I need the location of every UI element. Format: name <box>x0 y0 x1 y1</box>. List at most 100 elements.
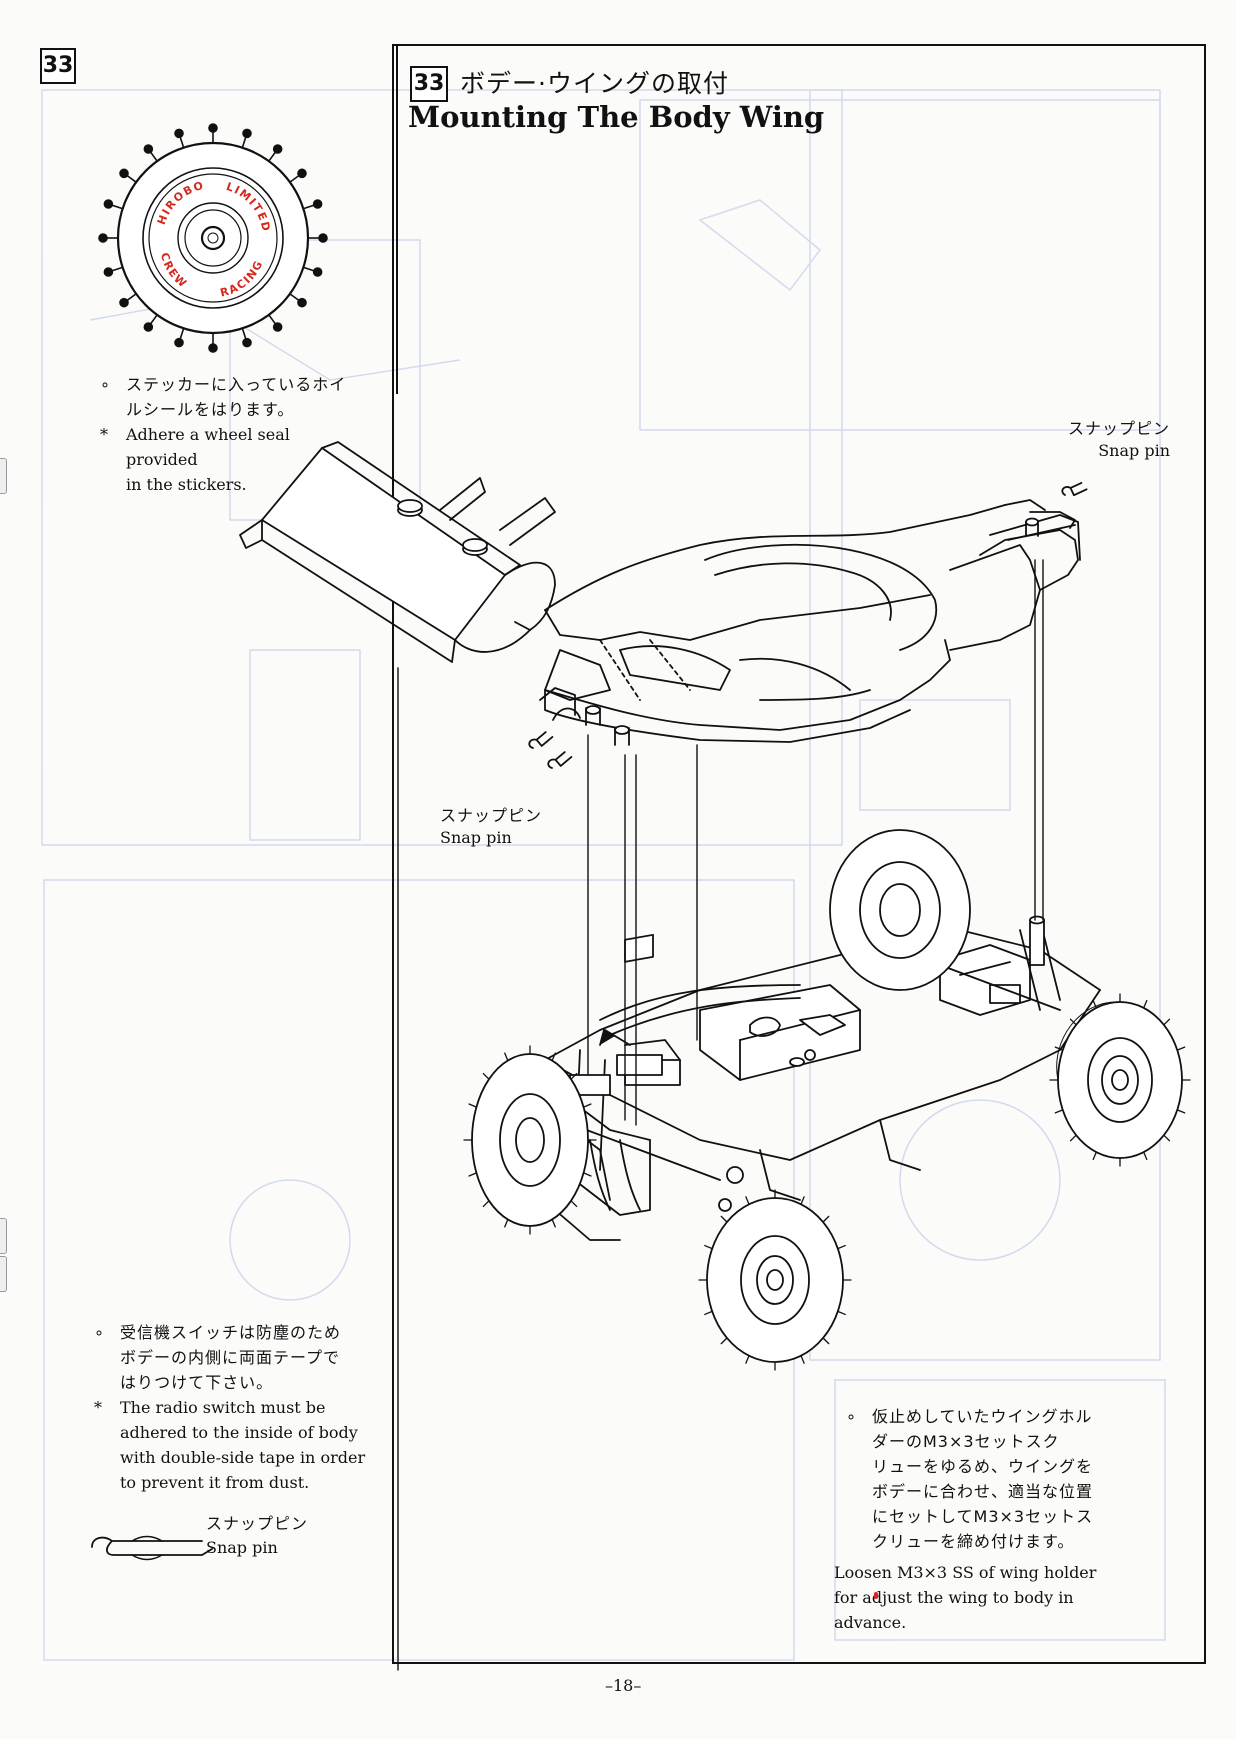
wheel-spike-tip <box>119 297 129 308</box>
wheel-spike-tip <box>208 123 218 133</box>
wheel-spike-tip <box>208 343 218 353</box>
wheel-rear-right <box>1056 1001 1183 1159</box>
wing-holder-note-en-3: advance. <box>834 1613 907 1632</box>
alignment-lines <box>397 559 1044 1671</box>
wing-holder-note-jp-3: リューをゆるめ、ウイングを <box>872 1457 1094 1476</box>
tire-tread <box>504 1218 509 1228</box>
instruction-frame <box>392 44 1206 1664</box>
wheel-front-right <box>706 1197 844 1363</box>
radio-switch-note-en-2: adhered to the inside of body <box>120 1423 358 1442</box>
tire-tread <box>1143 1151 1148 1161</box>
tire-tread <box>570 1072 578 1080</box>
tire-tread <box>504 1052 509 1062</box>
chassis-drawing <box>534 915 1101 1241</box>
snap-pin-mid-label: スナップピン Snap pin <box>440 805 542 849</box>
wheel-hub <box>200 225 226 251</box>
tire-tread <box>468 1172 478 1177</box>
tire-tread <box>837 1310 846 1316</box>
tire-tread <box>800 1196 805 1205</box>
snap-pin-mid-label-jp: スナップピン <box>440 806 543 825</box>
tire-tread <box>720 1215 728 1223</box>
wheel-spike-tip <box>174 337 184 348</box>
tire-tread <box>582 1172 592 1177</box>
wing-holder-note-jp-5: にセットしてM3×3セットス <box>872 1507 1094 1526</box>
wheel-spike-tip <box>242 337 252 348</box>
wheel-seal-note-jp-1: ステッカーに入っているホイ <box>126 375 347 394</box>
wing-holder-note-jp-4: ボデーに合わせ、適当な位置 <box>872 1482 1094 1501</box>
rear-wing-drawing <box>239 441 556 663</box>
tire-tread <box>704 1310 713 1316</box>
binding-mark <box>0 1218 7 1254</box>
tire-tread <box>1163 1018 1171 1026</box>
tire-tread <box>822 1215 830 1223</box>
tire-tread <box>582 1103 592 1108</box>
tire-tread <box>1176 1109 1186 1114</box>
snap-pin-mid-1 <box>528 731 554 749</box>
tire-tread <box>1143 999 1148 1009</box>
wheel-spike-tip <box>312 199 323 209</box>
tire-tread <box>1163 1134 1171 1142</box>
radio-switch-note-en-4: to prevent it from dust. <box>120 1473 310 1492</box>
tire-tread <box>1092 999 1097 1009</box>
wheel-spike-tip <box>103 199 114 209</box>
radio-switch-note: ∘受信機スイッチは防塵のため ボデーの内側に両面テープで はりつけて下さい。 *… <box>94 1320 374 1495</box>
snap-pin-top-label-en: Snap pin <box>1098 441 1170 460</box>
tire-tread <box>1069 1018 1077 1026</box>
body-shell-drawing <box>539 499 1081 746</box>
radio-switch-note-en-1: The radio switch must be <box>120 1398 326 1417</box>
wing-holder-note: ∘仮止めしていたウイングホル ダーのM3×3セットスク リューをゆるめ、ウイング… <box>834 1404 1156 1635</box>
tire-tread <box>482 1200 490 1208</box>
wheel-spike-tip <box>272 322 283 332</box>
binding-mark <box>0 1256 7 1292</box>
wheel-spike-tip <box>272 144 283 154</box>
tire-tread <box>468 1103 478 1108</box>
tire-tread <box>720 1337 728 1345</box>
tire-tread <box>1092 1151 1097 1161</box>
snap-pin-legend-label: スナップピン Snap pin <box>206 1512 308 1560</box>
tire-tread <box>1069 1134 1077 1142</box>
wing-holder-note-jp-1: 仮止めしていたウイングホル <box>872 1407 1093 1426</box>
wheel-spike-tip <box>297 297 307 308</box>
tire-tread <box>482 1072 490 1080</box>
wheel-spike-tip <box>297 168 307 179</box>
snap-pin-top-label-jp: スナップピン <box>1068 419 1171 438</box>
snap-pin-icon <box>91 1535 213 1561</box>
wing-holder-note-en-2: for adjust the wing to body in <box>834 1588 1074 1607</box>
tire-tread <box>745 1355 750 1364</box>
page-number: –18– <box>605 1676 642 1695</box>
tire-tread <box>837 1244 846 1250</box>
tire-tread <box>745 1196 750 1205</box>
binding-mark <box>0 458 7 494</box>
wheel-seal-note-jp-2: ルシールをはります。 <box>126 400 295 419</box>
snap-pin-legend-label-en: Snap pin <box>206 1538 278 1557</box>
wheel-spike-tip <box>119 168 129 179</box>
tire-tread <box>570 1200 578 1208</box>
red-ink-mark <box>874 1592 878 1599</box>
wheel-front-left <box>471 1053 589 1227</box>
radio-switch-note-en-3: with double-side tape in order <box>120 1448 366 1467</box>
snap-pin-top-label: スナップピン Snap pin <box>1068 418 1170 462</box>
wheel-spike-tip <box>143 144 154 154</box>
wing-holder-note-jp-2: ダーのM3×3セットスク <box>872 1432 1060 1451</box>
wheel-spike-tip <box>103 267 114 277</box>
wheel-spike-tip <box>312 267 323 277</box>
title-jp: ボデー·ウイングの取付 <box>460 69 729 98</box>
snap-pin-legend-label-jp: スナップピン <box>206 1514 309 1533</box>
chassis-wheels <box>463 829 1191 1371</box>
wheel-spikes <box>98 123 328 353</box>
wheel-rear-left <box>829 829 971 991</box>
column-divider <box>396 44 398 394</box>
tire-tread <box>822 1337 830 1345</box>
tire-tread <box>1054 1109 1064 1114</box>
tire-tread <box>1054 1046 1064 1051</box>
wing-holder-note-en-1: Loosen M3×3 SS of wing holder <box>834 1563 1097 1582</box>
wheel-seal-note-en-1: Adhere a wheel seal provided <box>126 425 290 469</box>
tire-tread <box>551 1052 556 1062</box>
snap-pin-top <box>1061 482 1088 497</box>
wing-holder-note-jp-6: クリューを締め付けます。 <box>872 1532 1075 1551</box>
wheel-spike-tip <box>143 322 154 332</box>
tire-tread <box>704 1244 713 1250</box>
snap-pin-mid-label-en: Snap pin <box>440 828 512 847</box>
